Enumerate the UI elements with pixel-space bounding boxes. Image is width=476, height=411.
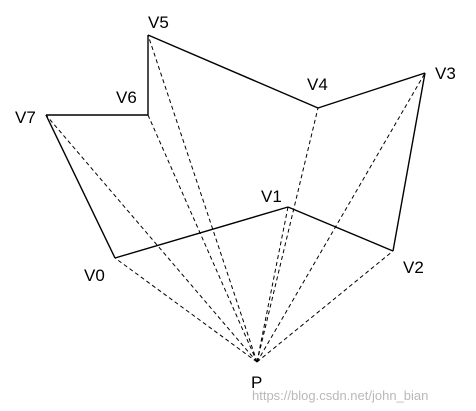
vertex-label-v6: V6 <box>116 88 137 107</box>
edge-v7-v0 <box>45 114 116 259</box>
vertex-label-v2: V2 <box>403 258 424 277</box>
edge-v4-v5 <box>147 34 319 109</box>
ray-p-v2 <box>256 250 394 363</box>
vertex-label-v0: V0 <box>84 266 105 285</box>
edge-v0-v1 <box>114 206 289 259</box>
ray-p-v6 <box>147 114 258 363</box>
vertex-label-v5: V5 <box>148 13 169 32</box>
vertex-label-v4: V4 <box>307 75 328 94</box>
dashed-rays <box>45 34 426 363</box>
ray-p-v1 <box>256 206 289 363</box>
point-label-p: P <box>251 373 262 392</box>
ray-p-v3 <box>256 72 426 363</box>
vertex-label-v3: V3 <box>435 64 456 83</box>
ray-p-v7 <box>45 114 258 363</box>
ray-p-v4 <box>256 107 319 363</box>
polygon-edges <box>45 34 426 259</box>
ray-p-v5 <box>147 34 258 363</box>
vertex-label-v1: V1 <box>261 187 282 206</box>
edge-v3-v4 <box>317 72 426 109</box>
edge-v2-v3 <box>392 72 426 252</box>
ray-p-v0 <box>114 257 258 363</box>
watermark-text: https://blog.csdn.net/john_bian <box>252 388 428 403</box>
edge-v1-v2 <box>287 206 394 252</box>
vertex-label-v7: V7 <box>15 108 36 127</box>
